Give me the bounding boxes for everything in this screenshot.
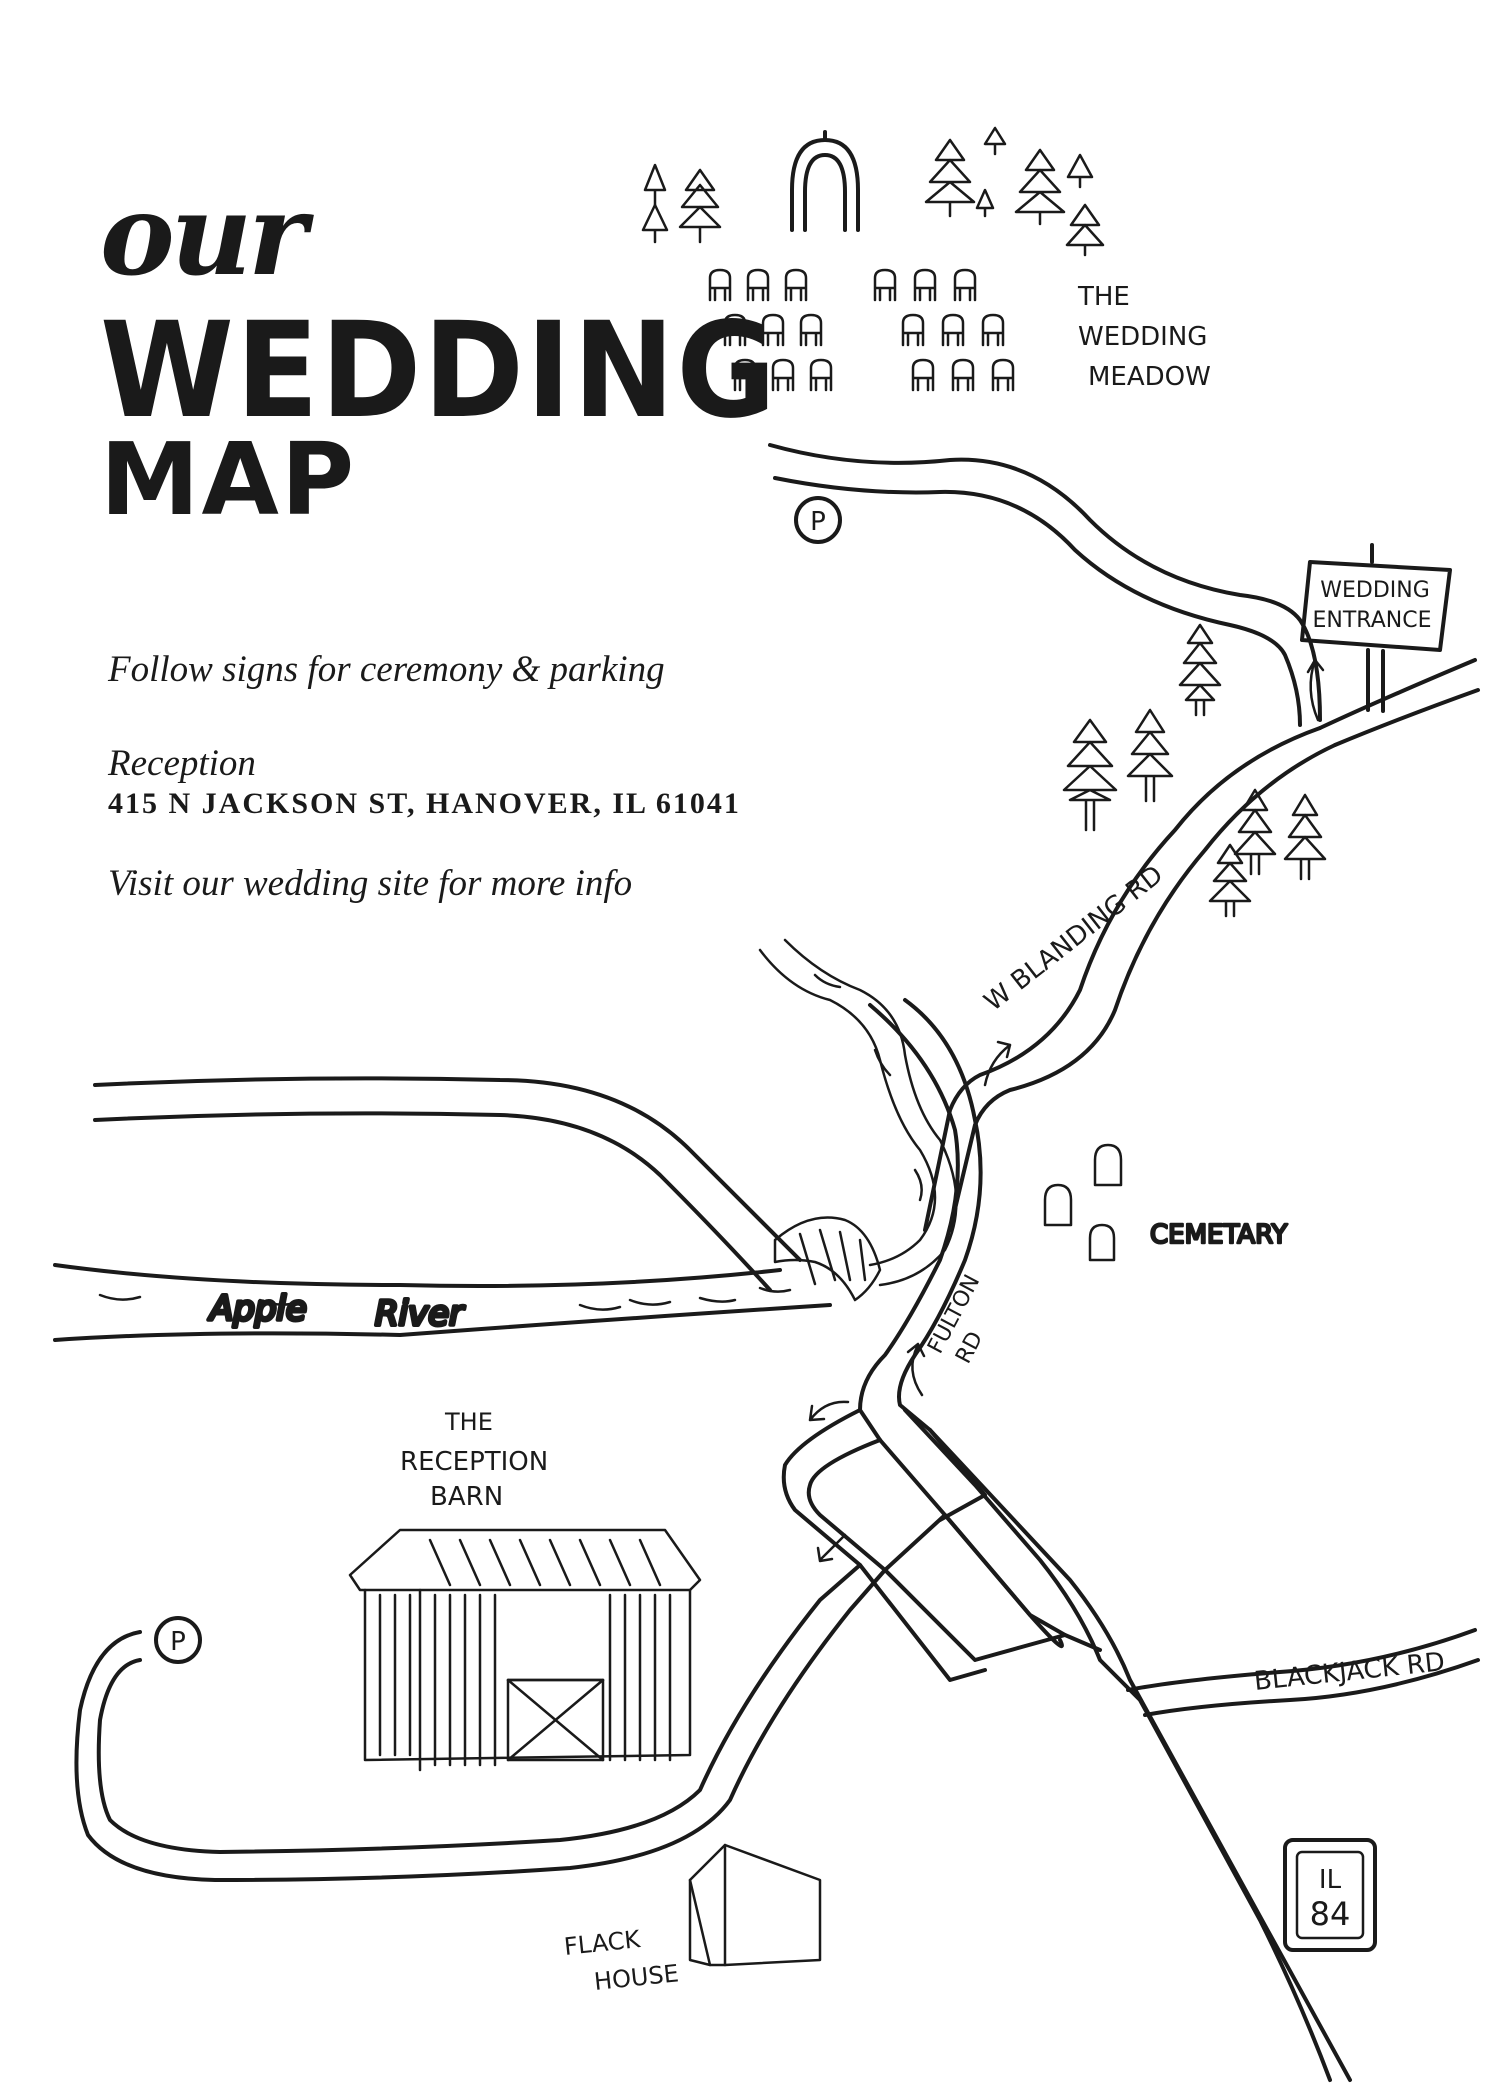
west-road	[93, 1076, 802, 1292]
label-reception-barn: THE RECEPTION BARN	[400, 1408, 548, 1512]
lower-roads	[74, 1408, 1480, 2082]
label-blackjack-rd: BLACKJACK RD	[1253, 1647, 1447, 1697]
stream	[758, 938, 958, 1287]
site-note: Visit our wedding site for more info	[108, 863, 633, 904]
w-blanding-road	[923, 658, 1480, 1232]
ceremony-arch	[790, 130, 860, 232]
meadow-label-line3: MEADOW	[1088, 362, 1211, 392]
reception-barn	[348, 1528, 702, 1772]
signs-note: Follow signs for ceremony & parking	[108, 649, 665, 690]
parking-reception: P	[154, 1616, 202, 1664]
meadow-trees	[641, 126, 1105, 257]
cemetary-label: CEMETARY	[1150, 1220, 1287, 1250]
parking-meadow-label: P	[810, 507, 826, 537]
parking-meadow-circle	[794, 496, 842, 544]
river-label-word1: Apple	[208, 1289, 307, 1329]
route-84-sign: IL 84	[1283, 1838, 1377, 1952]
reception-label: Reception	[108, 743, 256, 784]
parking-reception-label: P	[170, 1627, 186, 1657]
title-wedding: WEDDING	[100, 294, 778, 448]
meadow-access-road	[768, 443, 1322, 727]
title-our: our	[100, 170, 307, 301]
label-flack-house: FLACK HOUSE	[563, 1925, 680, 1996]
title-map: MAP	[100, 421, 357, 538]
barn-turn-arrow	[808, 1400, 850, 1422]
entrance-label-line2: ENTRANCE	[1313, 608, 1432, 633]
apple-river: Apple River	[53, 1263, 832, 1342]
meadow-label-line2: WEDDING	[1078, 322, 1207, 352]
barn-label-line3: BARN	[430, 1482, 503, 1512]
flack-label-line2: HOUSE	[593, 1959, 680, 1996]
label-w-blanding-rd: W BLANDING RD	[979, 860, 1169, 1018]
reception-address: 415 N JACKSON ST, HANOVER, IL 61041	[108, 787, 741, 820]
entrance-label-line1: WEDDING	[1320, 578, 1430, 603]
parking-turn-arrow	[816, 1533, 847, 1563]
fulton-road	[858, 998, 983, 1442]
flack-label-line1: FLACK	[563, 1925, 643, 1961]
meadow-label-line1: THE	[1077, 282, 1130, 312]
flack-house	[688, 1843, 822, 1967]
cemetary: CEMETARY	[1043, 1143, 1289, 1262]
blanding-trees	[1062, 623, 1327, 918]
barn-label-line1: THE	[444, 1408, 493, 1436]
entrance-arrow	[1306, 658, 1325, 722]
blanding-arrow	[983, 1040, 1012, 1087]
parking-reception-circle	[154, 1616, 202, 1664]
parking-meadow: P	[794, 496, 842, 544]
ceremony-chairs	[708, 268, 1015, 392]
label-wedding-meadow: THE WEDDING MEADOW	[1077, 282, 1211, 392]
wedding-entrance-sign: WEDDING ENTRANCE	[1300, 543, 1452, 713]
fulton-arrow	[906, 1342, 926, 1397]
barn-label-line2: RECEPTION	[400, 1447, 548, 1477]
route-sign-line1: IL	[1319, 1865, 1342, 1895]
river-label-word2: River	[375, 1294, 465, 1334]
bridge	[773, 1216, 882, 1302]
route-sign-line2: 84	[1310, 1895, 1351, 1933]
